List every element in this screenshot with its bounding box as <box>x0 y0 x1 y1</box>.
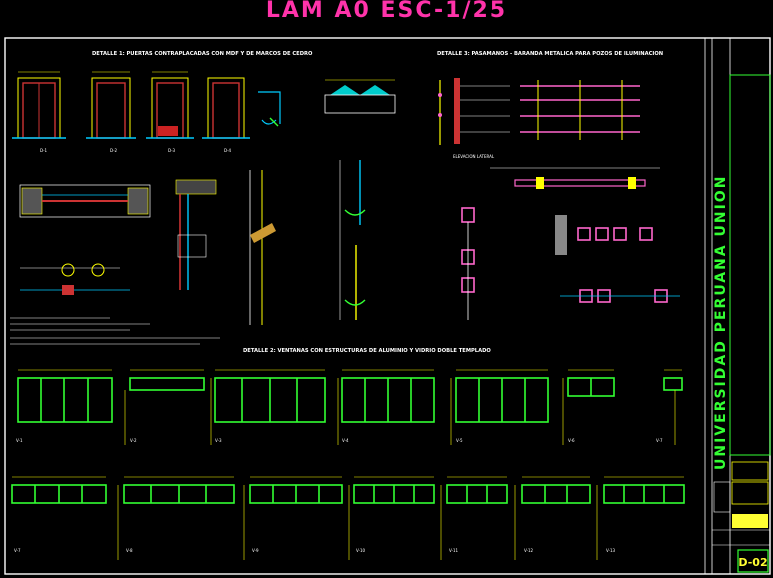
door-d2 <box>86 71 136 139</box>
sheet-border <box>4 37 771 575</box>
svg-text:D-4: D-4 <box>224 148 232 153</box>
svg-text:V-9: V-9 <box>252 548 259 553</box>
svg-text:V-13: V-13 <box>606 548 615 553</box>
sheet-title: LAM A0 ESC-1/25 <box>265 0 508 23</box>
window-v7 <box>663 377 683 391</box>
svg-text:V-7: V-7 <box>656 438 663 443</box>
frame-detail-top <box>324 79 442 145</box>
plate-code: D-02 <box>738 556 767 569</box>
railing-elevation <box>520 80 640 140</box>
svg-text:V-2: V-2 <box>130 438 137 443</box>
svg-text:V-4: V-4 <box>342 438 349 443</box>
svg-text:V-8: V-8 <box>126 548 133 553</box>
detail3-heading: DETALLE 3: PASAMANOS - BARANDA METALICA … <box>437 51 663 57</box>
door-d3 <box>146 71 194 139</box>
window-v1 <box>17 377 113 423</box>
door-d4 <box>202 77 281 139</box>
svg-text:V-6: V-6 <box>568 438 575 443</box>
svg-text:V-10: V-10 <box>356 548 365 553</box>
windows-row1 <box>17 377 683 423</box>
railing-plan <box>490 167 660 189</box>
detail1-heading: DETALLE 1: PUERTAS CONTRAPLACADAS CON MD… <box>92 51 313 57</box>
svg-text:V-11: V-11 <box>449 548 458 553</box>
general-notes <box>10 317 220 345</box>
svg-text:V-1: V-1 <box>16 438 23 443</box>
windows-row2 <box>11 484 685 504</box>
title-block: UNIVERSIDAD PERUANA UNION D-02 <box>712 74 771 573</box>
elevation-heading: ELEVACION LATERAL <box>453 154 495 159</box>
wall-section-details <box>19 160 366 325</box>
svg-text:V-3: V-3 <box>215 438 222 443</box>
svg-text:D-2: D-2 <box>110 148 118 153</box>
svg-text:V-12: V-12 <box>524 548 533 553</box>
window-v12 <box>446 484 508 504</box>
window-v2 <box>129 377 205 391</box>
drawing-area-border <box>4 37 706 575</box>
svg-text:D-3: D-3 <box>168 148 176 153</box>
door-elevations: D-1 D-2 D-3 D-4 <box>12 71 281 153</box>
door-d1 <box>12 71 66 139</box>
institution-name: UNIVERSIDAD PERUANA UNION <box>713 175 729 470</box>
window-dims-row1 <box>18 369 682 445</box>
svg-text:D-1: D-1 <box>40 148 48 153</box>
svg-text:V-5: V-5 <box>456 438 463 443</box>
window-v13 <box>521 484 591 504</box>
detail2-heading: DETALLE 2: VENTANAS CON ESTRUCTURAS DE A… <box>243 348 491 354</box>
svg-text:V-7: V-7 <box>14 548 21 553</box>
window-tags-row2: V-7 V-8 V-9 V-10 V-11 V-12 V-13 <box>14 548 615 553</box>
hinge-details <box>20 263 130 295</box>
window-tags-row1: V-1 V-2 V-3 V-4 V-5 V-6 V-7 <box>16 438 663 443</box>
door-labels: D-1 D-2 D-3 D-4 <box>40 148 232 153</box>
window-dims-row2 <box>12 476 684 560</box>
post-detail <box>461 207 680 320</box>
railing-section <box>454 78 510 144</box>
